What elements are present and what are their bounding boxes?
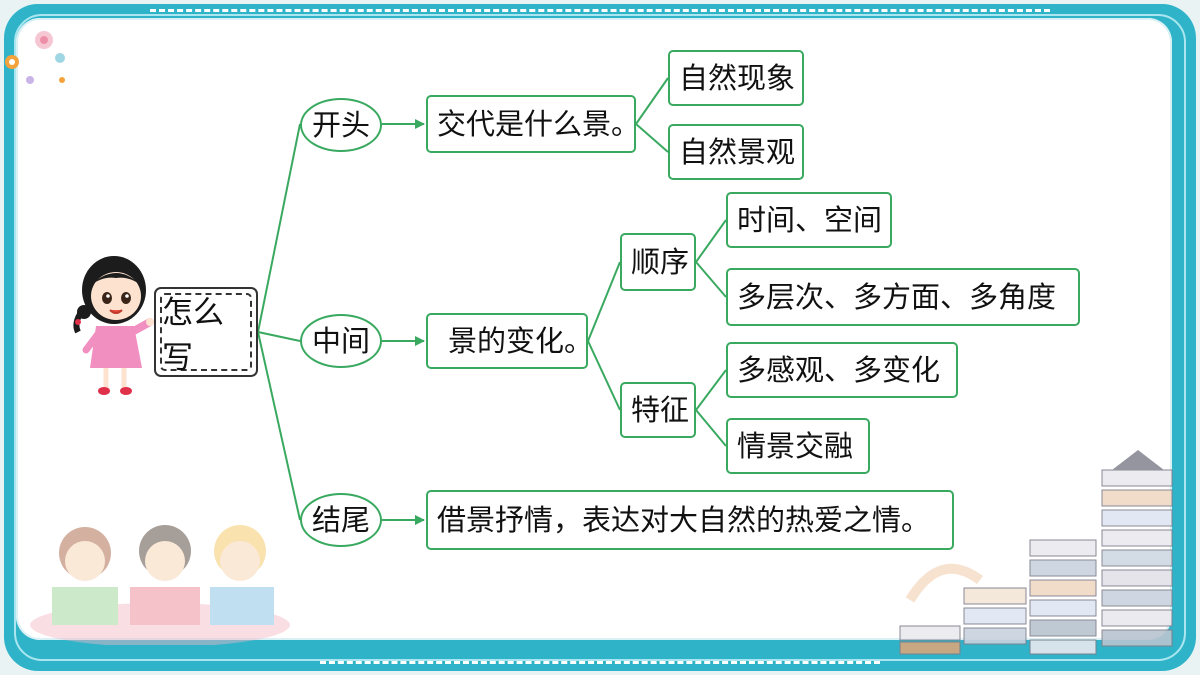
- girl-illustration: [73, 256, 154, 395]
- feature-item-senses-changes: 多感观、多变化: [726, 342, 958, 398]
- connector-beginning-item-2: [635, 123, 669, 153]
- connector-root-ending: [257, 331, 301, 521]
- root-label: 怎么写: [160, 293, 252, 376]
- connector-root-beginning: [257, 123, 301, 333]
- corner-flower-decoration: [5, 31, 65, 84]
- reading-kids-illustration: [30, 525, 290, 645]
- feature-node: 特征: [620, 382, 696, 438]
- frame-top-dashes: [150, 9, 1050, 12]
- connector-root-middle: [257, 331, 301, 342]
- beginning-detail: 交代是什么景。: [426, 95, 640, 153]
- connector-feature-item-1: [695, 369, 727, 411]
- middle-node: 中间: [300, 314, 382, 368]
- ending-detail: 借景抒情，表达对大自然的热爱之情。: [426, 490, 954, 550]
- ending-node: 结尾: [300, 493, 382, 547]
- frame-bottom-dashes: [320, 661, 880, 664]
- connector-beginning-item-1: [635, 77, 669, 125]
- connector-feature-item-2: [695, 409, 727, 447]
- connector-middle-order: [587, 261, 621, 342]
- frame-inner-line: [14, 14, 1186, 661]
- order-item-time-space: 时间、空间: [726, 192, 892, 248]
- beginning-item-natural-scenery: 自然景观: [668, 124, 804, 180]
- book-stack-illustration: [899, 450, 1173, 655]
- beginning-node: 开头: [300, 98, 382, 152]
- beginning-item-natural-phenomena: 自然现象: [668, 50, 804, 106]
- connector-middle-feature: [587, 340, 621, 411]
- order-item-multi-level: 多层次、多方面、多角度: [726, 268, 1080, 326]
- connector-order-item-1: [695, 219, 727, 263]
- order-node: 顺序: [620, 233, 696, 291]
- feature-item-scene-emotion: 情景交融: [726, 418, 870, 474]
- middle-detail: 景的变化。: [426, 313, 593, 369]
- connector-order-item-2: [695, 261, 727, 298]
- root-node: 怎么写: [154, 287, 258, 377]
